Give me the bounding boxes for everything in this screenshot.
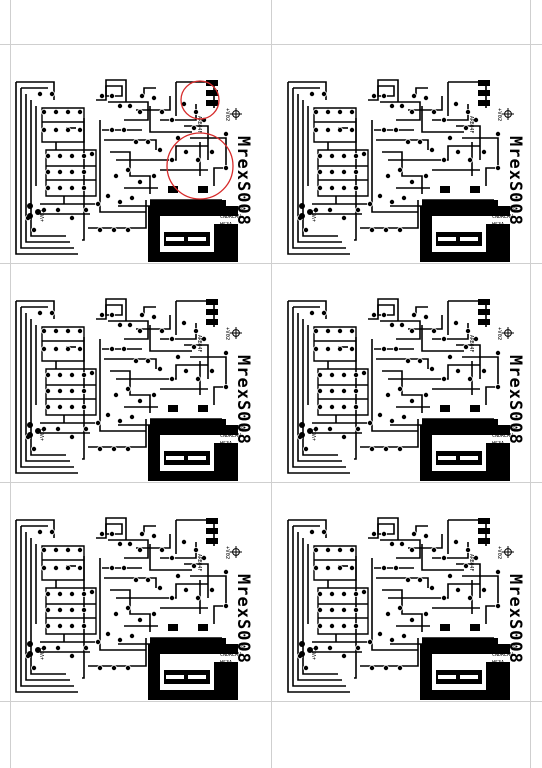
output-label: HEZS: [492, 449, 504, 455]
output-label: CNDREAV: [220, 214, 241, 220]
voltage-label: +V02: [224, 327, 230, 340]
output-label: HEZS: [220, 449, 232, 455]
corner-label: +V02: [40, 210, 46, 222]
corner-label: +V02: [312, 429, 318, 441]
review-circle-power: [166, 132, 234, 200]
transistor-label: ARB04F: [468, 335, 474, 352]
board-title: MrexS008: [505, 574, 525, 664]
output-label: CNDREAV: [492, 652, 513, 658]
transistor-label: ARB04F: [196, 554, 202, 571]
output-label: HOLIPORE: [492, 206, 516, 212]
output-label: HS3A: [492, 441, 504, 447]
output-label: HOLIPORE: [492, 644, 516, 650]
pcb-copy-2: [287, 79, 515, 263]
voltage-label: +V02: [224, 546, 230, 559]
output-label: HS3A: [220, 441, 232, 447]
cut-line-left: [10, 0, 11, 768]
output-label: HOLIPORE: [220, 206, 244, 212]
output-label: HS3A: [492, 222, 504, 228]
corner-label: +V02: [312, 210, 318, 222]
pcb-copy-1: [15, 79, 243, 263]
voltage-label: +V02: [496, 327, 502, 340]
board-title: MrexS008: [233, 136, 253, 226]
board-title: MrexS008: [505, 136, 525, 226]
output-label: HOLIPORE: [220, 644, 244, 650]
output-label: HEZS: [220, 668, 232, 674]
voltage-label: +V02: [496, 108, 502, 121]
output-label: HOLIPORE: [492, 425, 516, 431]
cut-line-right: [530, 0, 531, 768]
voltage-label: +V02: [496, 546, 502, 559]
corner-label: +V02: [312, 648, 318, 660]
output-label: HEZS: [220, 230, 232, 236]
output-label: HOLIPORE: [220, 425, 244, 431]
transistor-label: ARB04F: [468, 554, 474, 571]
output-label: CNDREAV: [220, 652, 241, 658]
pcb-copy-4: [287, 298, 515, 482]
pcb-copy-6: [287, 517, 515, 701]
corner-label: +V02: [40, 429, 46, 441]
output-label: HS3A: [220, 660, 232, 666]
output-label: CNDREAV: [492, 214, 513, 220]
output-label: HEZS: [492, 668, 504, 674]
output-label: HEZS: [492, 230, 504, 236]
output-label: CNDREAV: [220, 433, 241, 439]
board-title: MrexS008: [505, 355, 525, 445]
cut-line-middle: [271, 0, 272, 768]
board-title: MrexS008: [233, 355, 253, 445]
transistor-label: ARB04F: [196, 116, 202, 133]
output-label: CNDREAV: [492, 433, 513, 439]
board-title: MrexS008: [233, 574, 253, 664]
pcb-copy-3: [15, 298, 243, 482]
output-label: HS3A: [492, 660, 504, 666]
transistor-label: ARB04F: [468, 116, 474, 133]
corner-label: +V02: [40, 648, 46, 660]
voltage-label: +V02: [224, 108, 230, 121]
output-label: HS3A: [220, 222, 232, 228]
transistor-label: ARB04F: [196, 335, 202, 352]
pcb-copy-5: [15, 517, 243, 701]
review-circle-transistor: [180, 80, 220, 120]
